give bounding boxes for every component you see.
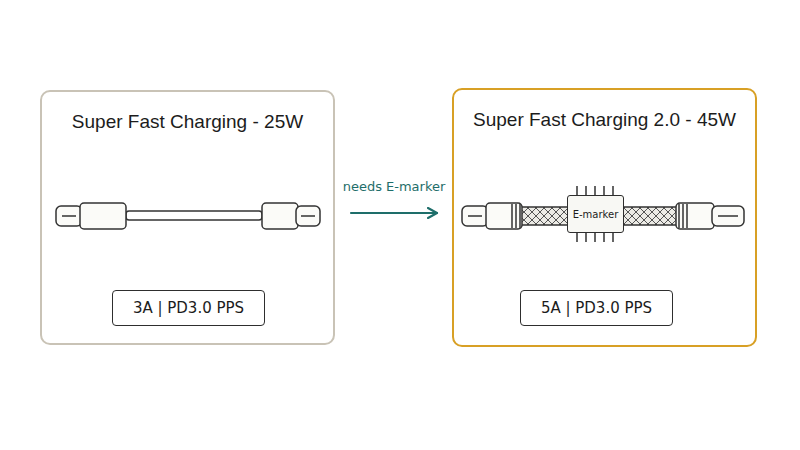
chip-pins [577,232,613,242]
plug-slot [301,215,315,217]
plug-slot [468,215,482,217]
braided-cable [622,207,677,225]
plug-housing [676,203,714,229]
plug-housing [486,203,522,229]
node-label: E-marker [573,209,619,220]
plug-ridges [512,204,520,228]
edge-label: needs E-marker [343,179,446,194]
plug-ridges [679,204,687,228]
node-label: 5A | PD3.0 PPS [541,299,652,317]
panel-title: Super Fast Charging - 25W [42,110,333,134]
panel-title: Super Fast Charging 2.0 - 45W [454,108,755,132]
plug-slot [718,215,738,217]
plug-tip [56,206,82,226]
plug-housing [262,203,298,229]
plug-tip [296,206,320,226]
plug-housing [80,203,126,229]
charging-panel: Super Fast Charging - 25W 3A | PD3.0 PPS [40,90,335,345]
node-label: 3A | PD3.0 PPS [133,299,244,317]
cable [126,211,262,220]
emarker-chip: E-marker [567,195,624,233]
plug-tip [712,206,744,226]
plug-slot [62,215,76,217]
spec-badge: 5A | PD3.0 PPS [520,290,673,326]
arrow-connector [351,212,437,214]
plug-tip [462,206,488,226]
charging-panel: Super Fast Charging 2.0 - 45W E-marker 5A … [452,88,757,347]
braided-cable [521,207,569,225]
spec-badge: 3A | PD3.0 PPS [112,290,265,326]
